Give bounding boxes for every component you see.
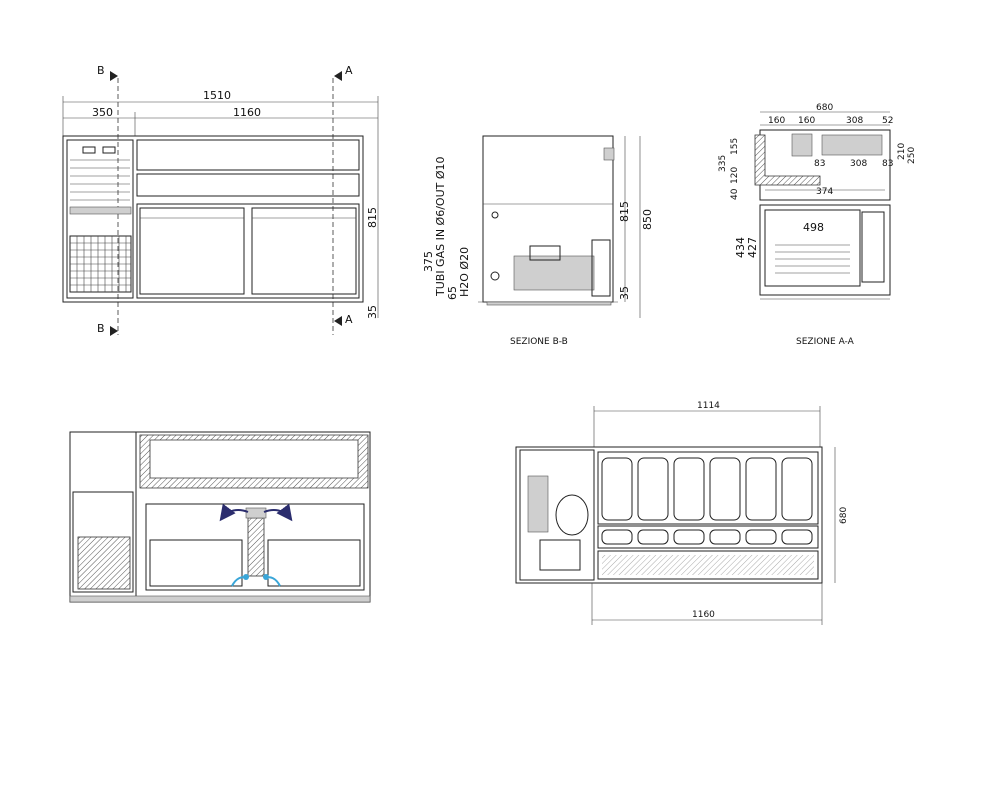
airflow-base <box>69 595 371 603</box>
dim-aa-308b: 308 <box>850 159 867 169</box>
section-bb-view: 815 850 35 375 TUBI GAS IN Ø6/OUT Ø10 H2… <box>422 135 654 347</box>
machine-compartment <box>66 139 134 299</box>
dim-overall-width: 1510 <box>203 89 231 102</box>
gas-pipe-hole <box>491 211 499 219</box>
vent-strip <box>69 206 132 215</box>
section-label-a-top: A <box>345 64 353 77</box>
dim-aa-120: 120 <box>730 167 740 184</box>
aa-side-panel <box>861 211 885 283</box>
airflow-arrow-left <box>219 503 249 522</box>
gas-pipe-label: TUBI GAS IN Ø6/OUT Ø10 <box>434 157 447 298</box>
display-top-shelf <box>136 139 360 171</box>
dim-aa-498: 498 <box>803 221 824 234</box>
dim-aa-308a: 308 <box>846 116 863 126</box>
water-pipe-label: H2O Ø20 <box>458 247 471 297</box>
section-aa-view: 680 160 160 308 52 155 335 120 40 83 308… <box>718 103 917 347</box>
dim-left-width: 350 <box>92 106 113 119</box>
dim-aa-83a: 83 <box>814 159 825 169</box>
dim-aa-434: 434 <box>734 237 747 258</box>
aa-gastronorm-pan <box>821 134 883 156</box>
display-middle-shelf <box>136 173 360 197</box>
dim-bb-375: 375 <box>422 251 435 272</box>
control-button-1 <box>82 146 96 154</box>
return-air-inlet-left <box>243 574 249 580</box>
plan-pan-area <box>597 451 819 525</box>
dim-foot: 35 <box>366 305 379 319</box>
dim-aa-427: 427 <box>746 237 759 258</box>
dim-aa-680: 680 <box>816 103 833 113</box>
plan-fan-box <box>539 539 581 571</box>
section-arrow-b-top <box>110 71 118 81</box>
airflow-top-insulation <box>139 434 369 489</box>
right-door <box>251 207 357 295</box>
left-door <box>139 207 245 295</box>
airflow-view <box>69 431 371 603</box>
section-arrow-a-top <box>334 71 342 81</box>
section-arrow-a-bottom <box>334 316 342 326</box>
drain-fitting <box>603 147 615 161</box>
section-bb-caption: SEZIONE B-B <box>510 337 568 347</box>
dim-right-width: 1160 <box>233 106 261 119</box>
section-aa-caption: SEZIONE A-A <box>796 337 855 347</box>
evaporator <box>247 517 265 577</box>
water-pipe-hole <box>490 271 500 281</box>
dim-plan-680: 680 <box>839 507 849 524</box>
dim-bb-815: 815 <box>618 201 631 222</box>
plan-view: 1114 680 1160 <box>515 401 849 625</box>
front-view: B B A A 1510 350 1160 815 35 <box>62 64 379 336</box>
condenser-coil <box>77 536 131 590</box>
airflow-arrow-right <box>263 503 293 522</box>
airflow-left-drawer <box>149 539 243 587</box>
plan-machine-bay <box>519 449 595 581</box>
aa-small-pan <box>791 133 813 157</box>
dim-aa-155: 155 <box>730 138 740 155</box>
dim-height: 815 <box>366 207 379 228</box>
aa-drawer <box>764 209 861 287</box>
compressor-head <box>529 245 561 261</box>
dim-bb-35: 35 <box>618 286 631 300</box>
dim-aa-83b: 83 <box>882 159 893 169</box>
dim-bb-65: 65 <box>446 286 459 300</box>
condenser <box>591 239 611 297</box>
section-arrow-b-bottom <box>110 326 118 336</box>
airflow-right-drawer <box>267 539 361 587</box>
compressor-unit <box>513 255 595 291</box>
dim-aa-160b: 160 <box>798 116 815 126</box>
lower-door-frame <box>136 203 360 299</box>
evaporator-fan <box>245 507 267 519</box>
dim-plan-1114: 1114 <box>697 401 720 411</box>
section-label-b-bottom: B <box>97 322 105 335</box>
plan-pans-row-1 <box>601 457 813 521</box>
dim-aa-210: 210 <box>897 143 907 160</box>
section-label-b-top: B <box>97 64 105 77</box>
dim-aa-40: 40 <box>730 188 740 200</box>
plan-outline <box>515 446 823 584</box>
plan-condenser <box>527 475 549 533</box>
dim-aa-374: 374 <box>816 187 833 197</box>
aa-drawer-slots <box>775 244 850 274</box>
return-air-inlet-right <box>263 574 269 580</box>
aa-insulation-left <box>754 134 821 186</box>
dim-aa-160a: 160 <box>768 116 785 126</box>
dim-aa-250: 250 <box>907 147 917 164</box>
plan-pans-row-2 <box>601 529 813 545</box>
cabinet-outline <box>62 135 364 303</box>
plan-perforated-shelf <box>597 550 819 580</box>
section-label-a-bottom: A <box>345 313 353 326</box>
plan-small-pan-strip <box>597 525 819 549</box>
vent-grille <box>69 235 132 293</box>
airflow-machine-box <box>72 491 134 593</box>
aa-lower-compartment <box>759 204 891 296</box>
dim-plan-1160: 1160 <box>692 610 715 620</box>
plan-compressor <box>555 494 589 536</box>
base-plate <box>486 301 612 306</box>
dim-aa-52: 52 <box>882 116 893 126</box>
control-button-2 <box>102 146 116 154</box>
dim-bb-850: 850 <box>641 209 654 230</box>
dim-aa-335: 335 <box>718 155 728 172</box>
airflow-lower-compartment <box>145 503 365 591</box>
